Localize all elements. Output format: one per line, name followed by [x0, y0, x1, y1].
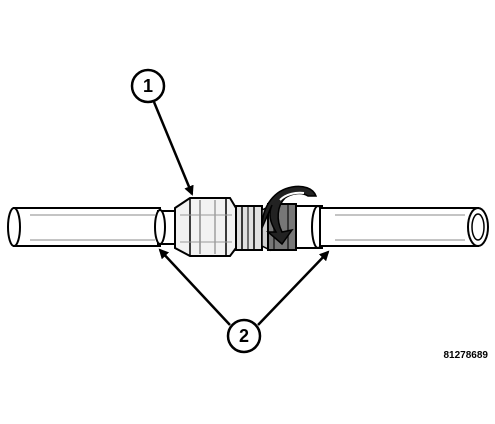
- rotation-arrow: [261, 185, 318, 246]
- left-tube: [7, 207, 161, 247]
- callout-2-number: 2: [239, 326, 249, 346]
- left-collar: [154, 209, 177, 245]
- reference-code: 81278689: [444, 350, 489, 361]
- callout-1: 1: [130, 68, 194, 196]
- coupling-ribs: [235, 204, 271, 252]
- callout-2: 2: [158, 248, 330, 354]
- right-tube: [319, 207, 489, 247]
- callout-1-number: 1: [143, 76, 153, 96]
- coupling-body: [174, 197, 237, 257]
